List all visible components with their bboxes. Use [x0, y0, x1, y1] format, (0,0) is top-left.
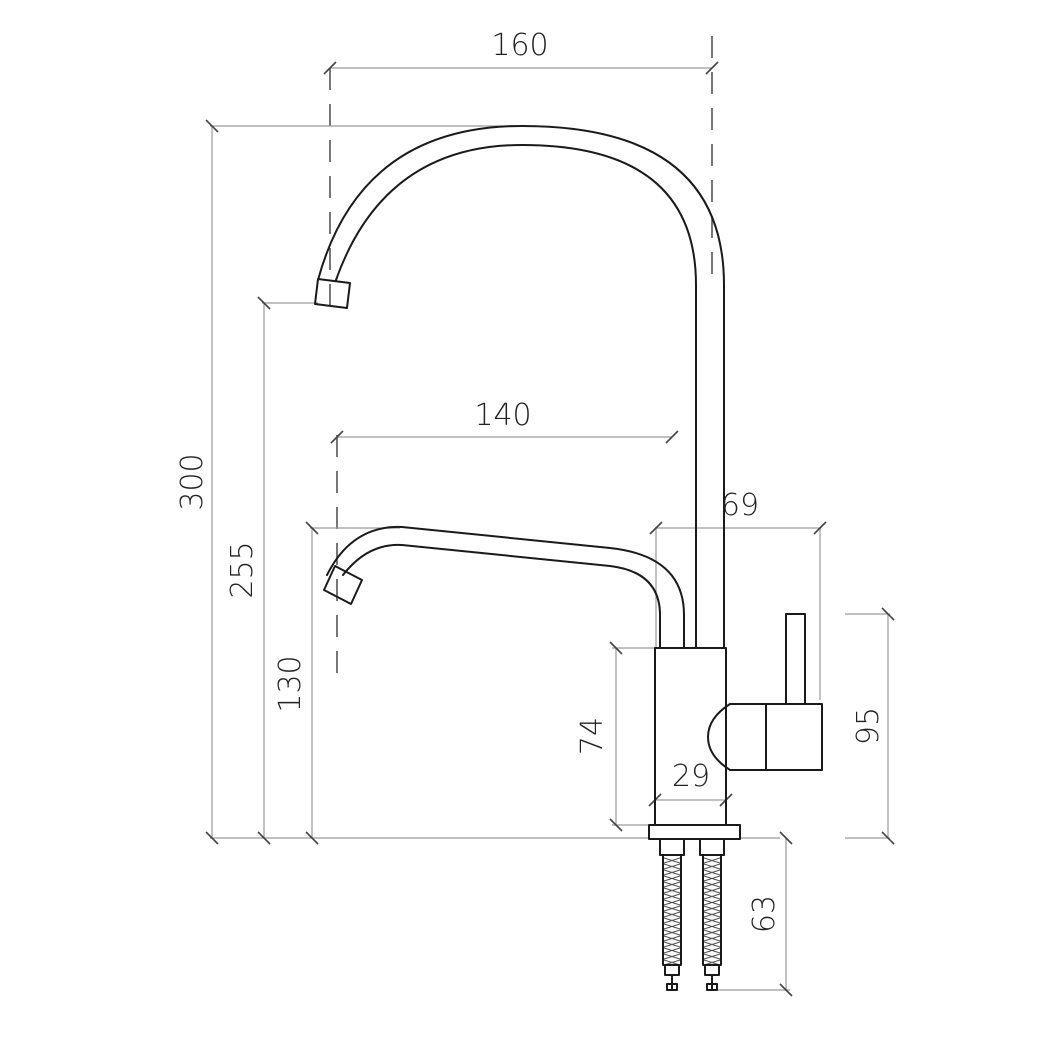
label-top-outlet-height: 255 [225, 541, 260, 598]
reference-lines [329, 36, 713, 675]
label-low-spout-reach: 140 [474, 398, 531, 433]
dimension-line-130 [305, 521, 319, 845]
dimension-line-74 [609, 641, 623, 832]
dimension-line-63 [779, 831, 793, 997]
label-body-diameter: 29 [672, 759, 710, 794]
label-handle-height: 95 [851, 707, 886, 745]
label-hose-length: 63 [747, 895, 782, 933]
dimension-line-95 [881, 607, 895, 845]
faucet-body [654, 647, 727, 826]
dimension-line-160 [323, 61, 719, 75]
handle [707, 613, 823, 771]
high-spout [314, 125, 725, 649]
dimension-line-255 [257, 296, 271, 845]
mounting-flange [648, 824, 741, 856]
high-spout-aerator [314, 278, 351, 309]
dimension-line-300 [205, 119, 219, 845]
label-body-height: 74 [575, 717, 610, 755]
dimension-line-29 [648, 793, 733, 807]
label-top-spout-reach: 160 [491, 28, 548, 63]
label-total-height: 300 [175, 453, 210, 510]
low-spout [323, 525, 685, 649]
dimension-line-69 [649, 521, 827, 535]
low-spout-aerator [323, 565, 363, 605]
label-handle-offset: 69 [721, 488, 759, 523]
dimension-line-140 [330, 430, 679, 444]
label-low-outlet-height: 130 [273, 655, 308, 712]
supply-hoses [662, 854, 722, 991]
